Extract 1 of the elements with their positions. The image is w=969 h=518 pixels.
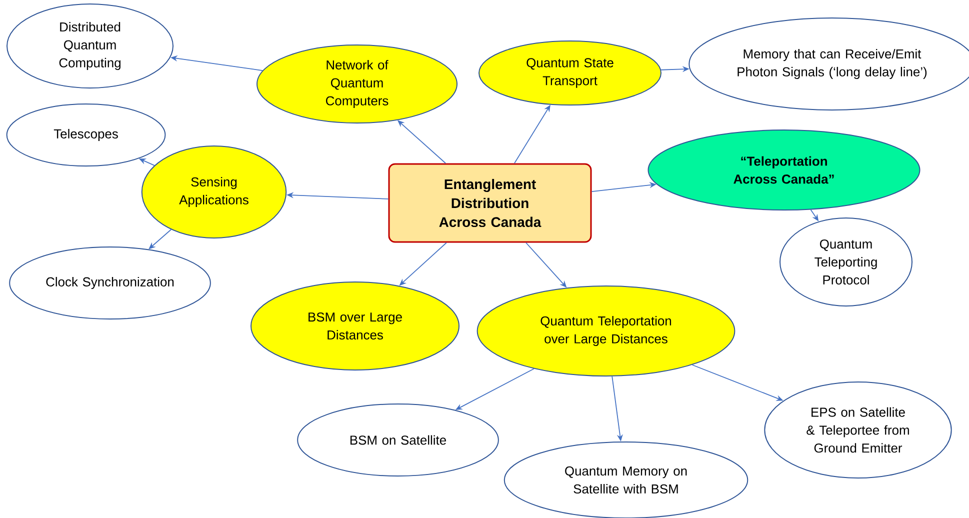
topic-box: Entanglement Distribution Across Canada xyxy=(388,163,592,243)
